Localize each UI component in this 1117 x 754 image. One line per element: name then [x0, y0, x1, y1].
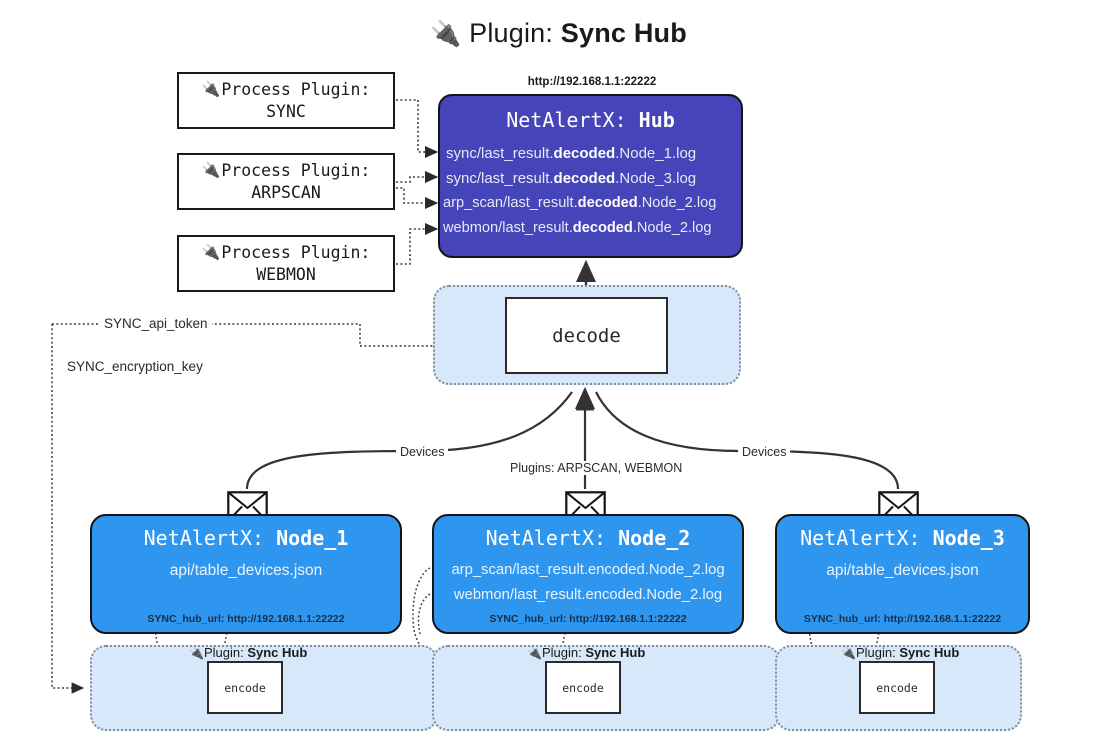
process-plugin-name: WEBMON: [256, 264, 316, 284]
node-title-name: Node_1: [276, 526, 349, 550]
node-hub-url-footer: SYNC_hub_url: http://192.168.1.1:22222: [803, 613, 1002, 625]
node-1-plugin-label: 🔌Plugin: Sync Hub: [189, 645, 308, 660]
plug-icon: 🔌: [841, 646, 856, 660]
node-log-line: webmon/last_result.encoded.Node_2.log: [453, 587, 723, 603]
node-3-plugin-label: 🔌Plugin: Sync Hub: [841, 645, 960, 660]
node-log-line: api/table_devices.json: [169, 562, 323, 579]
node-log-line: api/table_devices.json: [826, 562, 979, 579]
node-1-encode-box[interactable]: encode: [207, 661, 283, 714]
process-plugin-name: SYNC: [266, 101, 306, 121]
node-log-line: arp_scan/last_result.encoded.Node_2.log: [451, 562, 725, 578]
process-plugin-box-webmon[interactable]: 🔌 Process Plugin: WEBMON: [177, 235, 395, 292]
page-title-name: Sync Hub: [560, 18, 687, 48]
hub-node-box[interactable]: NetAlertX: Hub sync/last_result.decoded.…: [438, 94, 743, 258]
node-3-encode-box[interactable]: encode: [859, 661, 935, 714]
node-title-name: Node_3: [932, 526, 1005, 550]
page-title: 🔌 Plugin: Sync Hub: [0, 18, 1117, 49]
plug-icon: 🔌: [201, 80, 221, 99]
process-plugin-box-sync[interactable]: 🔌 Process Plugin: SYNC: [177, 72, 395, 129]
plug-icon: 🔌: [430, 20, 462, 48]
edge-label-devices-right: Devices: [738, 445, 791, 459]
process-plugin-label: Process Plugin:: [221, 80, 371, 100]
process-plugin-box-arpscan[interactable]: 🔌 Process Plugin: ARPSCAN: [177, 153, 395, 210]
plug-icon: 🔌: [189, 646, 204, 660]
node-2-encode-box[interactable]: encode: [545, 661, 621, 714]
node-hub-url-footer: SYNC_hub_url: http://192.168.1.1:22222: [489, 613, 687, 625]
edge-label-devices-left: Devices: [396, 445, 449, 459]
hub-log-line: sync/last_result.decoded.Node_3.log: [446, 170, 697, 187]
hub-log-line: sync/last_result.decoded.Node_1.log: [446, 145, 697, 162]
node-title: NetAlertX: Node_1: [143, 526, 349, 550]
process-plugin-label: Process Plugin:: [221, 243, 371, 263]
page-title-prefix: Plugin:: [469, 18, 561, 48]
process-plugin-label: Process Plugin:: [221, 161, 371, 181]
hub-log-list: sync/last_result.decoded.Node_1.log sync…: [440, 141, 741, 241]
node-2-plugin-label: 🔌Plugin: Sync Hub: [527, 645, 646, 660]
hub-title: NetAlertX: Hub: [440, 108, 741, 132]
edge-label-plugins-center: Plugins: ARPSCAN, WEBMON: [506, 461, 687, 475]
hub-log-line: webmon/last_result.decoded.Node_2.log: [443, 220, 712, 236]
node-log-list: api/table_devices.json: [777, 558, 1028, 583]
node-log-list: arp_scan/last_result.encoded.Node_2.log …: [434, 558, 742, 608]
sync-encryption-key-label: SYNC_encryption_key: [63, 359, 207, 374]
hub-url-label: http://192.168.1.1:22222: [527, 76, 657, 88]
plug-icon: 🔌: [201, 243, 221, 262]
node-hub-url-footer: SYNC_hub_url: http://192.168.1.1:22222: [147, 613, 345, 625]
sync-api-token-label: SYNC_api_token: [100, 316, 212, 331]
hub-title-name: Hub: [638, 108, 675, 132]
node-box-node-2[interactable]: NetAlertX: Node_2 arp_scan/last_result.e…: [432, 514, 744, 634]
node-log-list: api/table_devices.json: [92, 558, 400, 583]
plug-icon: 🔌: [201, 161, 221, 180]
node-title: NetAlertX: Node_2: [485, 526, 691, 550]
node-3-plugin-container: [775, 645, 1022, 731]
process-plugin-name: ARPSCAN: [251, 182, 321, 202]
plug-icon: 🔌: [527, 646, 542, 660]
node-box-node-3[interactable]: NetAlertX: Node_3 api/table_devices.json…: [775, 514, 1030, 634]
node-box-node-1[interactable]: NetAlertX: Node_1 api/table_devices.json…: [90, 514, 402, 634]
hub-title-prefix: NetAlertX:: [506, 108, 639, 132]
decode-box[interactable]: decode: [505, 297, 668, 374]
node-title: NetAlertX: Node_3: [800, 526, 1005, 550]
node-title-name: Node_2: [618, 526, 691, 550]
hub-log-line: arp_scan/last_result.decoded.Node_2.log: [443, 195, 717, 211]
